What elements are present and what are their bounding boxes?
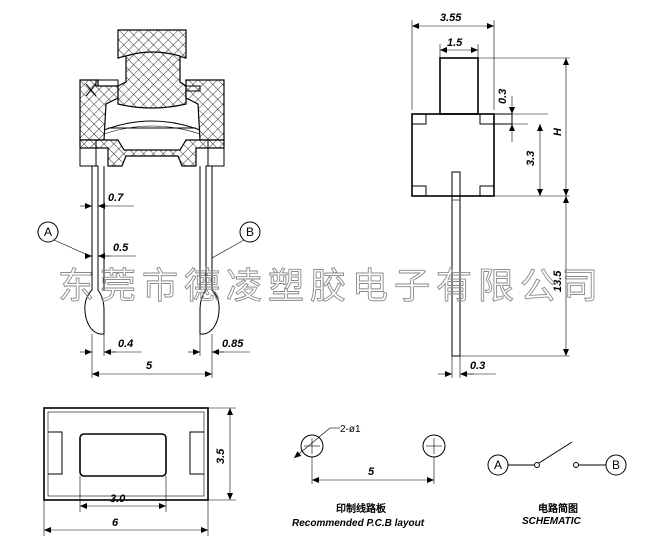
- schematic-node-a-label: A: [494, 458, 502, 472]
- housing-left: [79, 79, 119, 141]
- housing-right: [185, 79, 225, 141]
- dim-side-3-55: 3.55: [440, 12, 462, 24]
- schematic-switch-contact: [538, 441, 573, 464]
- schematic-title-en: SCHEMATIC: [522, 516, 581, 527]
- dim-top-3-0: 3.0: [110, 493, 126, 505]
- top-body: [43, 407, 209, 501]
- lead-b: [199, 165, 220, 335]
- side-actuator: [439, 57, 479, 115]
- dim-front-0-4: 0.4: [118, 338, 133, 350]
- actuator-stem: [117, 51, 187, 109]
- top-view: 3.5 3.0 6: [43, 407, 236, 536]
- dim-front-0-85: 0.85: [222, 338, 244, 350]
- dim-top-3-5: 3.5: [215, 448, 227, 464]
- dim-front-5: 5: [146, 360, 153, 372]
- top-actuator: [79, 433, 167, 477]
- schematic-node-b-label: B: [612, 458, 620, 472]
- schematic-node-b: [605, 454, 627, 476]
- side-body: [411, 113, 495, 197]
- front-section-view: 0.7 0.5 A B 0.4 0.85 5: [37, 29, 261, 378]
- pcb-title-cn: 印制线路板: [336, 502, 387, 515]
- pcb-layout: 2-ø1 5 印制线路板 Recommended P.C.B layout: [292, 424, 446, 529]
- schematic-title-cn: 电路简图: [538, 502, 578, 515]
- callout-b-circle: [239, 221, 261, 243]
- dim-front-0-7: 0.7: [108, 192, 124, 204]
- housing-base: [79, 139, 225, 167]
- side-view: 3.55 1.5 0.3 3.3 H 13.5 0.3: [411, 12, 570, 378]
- callout-a-circle: [37, 221, 59, 243]
- dim-pcb-5: 5: [368, 466, 375, 478]
- callout-b-label: B: [246, 225, 254, 239]
- dim-side-3-3: 3.3: [525, 151, 537, 166]
- side-lead: [451, 171, 461, 357]
- company-watermark: 东莞市德凌塑胶电子有限公司: [58, 265, 604, 306]
- dim-side-0-3-lead: 0.3: [470, 360, 485, 372]
- pcb-hole-label: 2-ø1: [340, 424, 361, 435]
- dim-front-0-5: 0.5: [113, 242, 129, 254]
- dim-side-0-3-upper: 0.3: [497, 89, 509, 104]
- lead-a: [84, 165, 105, 335]
- dim-top-6: 6: [112, 517, 119, 529]
- dim-side-h: H: [552, 127, 564, 136]
- dim-side-1-5: 1.5: [447, 37, 463, 49]
- contact-dome: [103, 120, 201, 131]
- schematic: A B 电路简图 SCHEMATIC: [487, 441, 627, 527]
- pcb-title-en: Recommended P.C.B layout: [292, 518, 425, 529]
- dim-side-13-5: 13.5: [552, 270, 564, 292]
- callout-a-label: A: [44, 225, 52, 239]
